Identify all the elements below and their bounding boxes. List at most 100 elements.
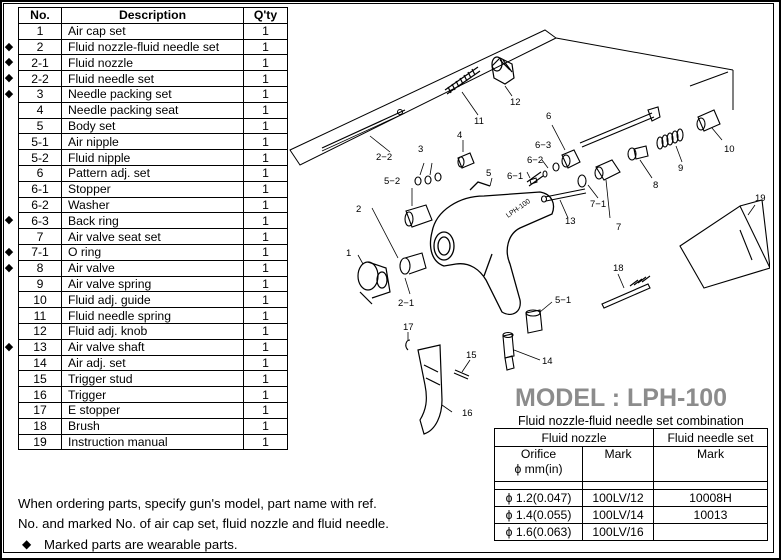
page-inner-border <box>3 3 774 553</box>
part-fluid-nozzle <box>399 252 427 275</box>
wearable-marker-icon: ◆ <box>4 72 14 85</box>
part-no-cell: 14 <box>18 354 62 372</box>
part-description-cell: Trigger stud <box>61 370 244 388</box>
part-description-cell: Stopper <box>61 180 244 198</box>
part-trigger <box>417 344 443 435</box>
part-fluid-adj-guide <box>696 109 721 132</box>
combination-group-header-row: Fluid nozzle Fluid needle set <box>494 428 768 447</box>
part-description-cell: Body set <box>61 117 244 135</box>
part-description-cell: Needle packing set <box>61 85 244 103</box>
diagram-label-11: 11 <box>474 116 484 127</box>
diagram-label-2-1: 2−1 <box>398 298 414 309</box>
sub-header-orifice-line1: Orifice <box>520 447 557 461</box>
part-fluid-nipple <box>404 204 433 228</box>
part-no-cell: 2-1 <box>18 54 62 72</box>
part-description-cell: Pattern adj. set <box>61 164 244 182</box>
ordering-note-line-1: When ordering parts, specify gun's model… <box>18 496 377 511</box>
part-no-cell: 18 <box>18 417 62 435</box>
combination-needle-cell: 10013 <box>653 506 768 524</box>
part-no-cell: 2 <box>18 38 62 56</box>
diagram-label-6-1: 6−1 <box>507 171 523 182</box>
part-description-cell: Back ring <box>61 212 244 230</box>
part-description-cell: Fluid adj. guide <box>61 291 244 309</box>
sub-header-mark: Mark <box>582 446 654 482</box>
part-no-cell: 5 <box>18 117 62 135</box>
part-air-valve-seat-set <box>594 159 621 181</box>
part-description-cell: Trigger <box>61 386 244 403</box>
diagram-label-2-2: 2−2 <box>376 152 392 163</box>
part-needle-packing-seat <box>457 152 475 169</box>
part-no-cell: 7-1 <box>18 243 62 261</box>
diagram-label-10: 10 <box>724 144 735 155</box>
gun-body-marking: LPH-100 <box>505 198 532 220</box>
diagram-label-19: 19 <box>755 193 766 204</box>
part-description-cell: Brush <box>61 417 244 435</box>
diagram-label-16: 16 <box>462 408 473 419</box>
part-description-cell: Air adj. set <box>61 354 244 372</box>
combination-needle-cell <box>653 523 768 541</box>
part-air-nipple <box>525 309 543 334</box>
part-stopper-washer <box>529 170 548 185</box>
part-no-cell: 6-3 <box>18 212 62 230</box>
part-description-cell: Air cap set <box>61 22 244 40</box>
diagram-label-5: 5 <box>486 168 491 179</box>
diagram-label-3: 3 <box>418 144 423 155</box>
wearable-marker-icon: ◆ <box>4 340 14 353</box>
column-header-qty: Q'ty <box>243 7 288 24</box>
part-description-cell: Fluid needle spring <box>61 307 244 324</box>
part-no-cell: 8 <box>18 259 62 277</box>
part-description-cell: Air valve spring <box>61 275 244 293</box>
diagram-label-15: 15 <box>466 350 477 361</box>
part-no-cell: 13 <box>18 338 62 356</box>
combination-orifice-cell: ϕ 1.2(0.047) <box>494 489 583 507</box>
part-no-cell: 6-1 <box>18 180 62 198</box>
part-brush <box>601 275 651 309</box>
diagram-label-17: 17 <box>403 322 414 333</box>
part-description-cell: Air valve seat set <box>61 228 244 245</box>
diagram-label-18: 18 <box>613 263 624 274</box>
wearable-marker-icon: ◆ <box>4 56 14 69</box>
combination-orifice-cell: ϕ 1.6(0.063) <box>494 523 583 541</box>
diagram-label-13: 13 <box>565 216 576 227</box>
diagram-label-5-1: 5−1 <box>555 295 571 306</box>
part-description-cell: O ring <box>61 243 244 261</box>
part-body-set <box>429 181 555 315</box>
part-air-valve-spring <box>656 128 684 150</box>
part-no-cell: 11 <box>18 307 62 324</box>
part-no-cell: 6 <box>18 164 62 182</box>
part-description-cell: Air valve shaft <box>61 338 244 356</box>
part-no-cell: 5-1 <box>18 133 62 151</box>
part-description-cell: Fluid adj. knob <box>61 322 244 340</box>
part-description-cell: Air nipple <box>61 133 244 151</box>
diagram-label-1: 1 <box>346 248 351 259</box>
part-no-cell: 5-2 <box>18 149 62 166</box>
wearable-marker-icon: ◆ <box>4 88 14 100</box>
part-air-cap-set <box>357 261 391 305</box>
sub-header-orifice: Orifice ϕ mm(in) <box>494 446 583 482</box>
combination-mark-cell: 100LV/12 <box>582 489 654 507</box>
part-fluid-adj-knob <box>491 56 515 85</box>
diagram-label-6-2: 6−2 <box>527 155 543 166</box>
part-description-cell: Fluid nipple <box>61 149 244 166</box>
part-no-cell: 15 <box>18 370 62 388</box>
